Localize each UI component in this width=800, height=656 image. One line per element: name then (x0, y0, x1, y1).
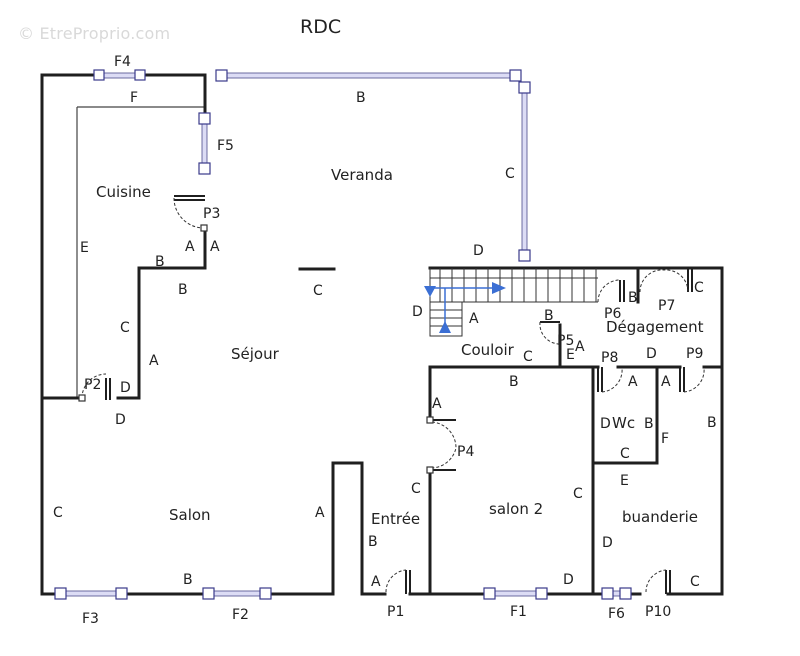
wall-label-c-buanderie: C (690, 574, 700, 590)
wall-kitchen-step (116, 226, 207, 400)
label-f4: F4 (114, 54, 131, 70)
staircase (424, 268, 598, 337)
label-f1: F1 (510, 604, 527, 620)
label-p8: P8 (601, 350, 618, 366)
wall-wc (591, 365, 659, 465)
door-p3-swing (173, 197, 205, 229)
wall-label-d-degagement: D (646, 346, 657, 362)
door-p8-swing (601, 367, 623, 393)
wall-label-a-entree: A (315, 505, 325, 521)
room-salon: Salon (169, 506, 211, 524)
room-salon-2: salon 2 (489, 500, 543, 518)
door-p5-swing (539, 321, 561, 345)
wall-label-b-sejour: B (178, 282, 188, 298)
wall-label-b-p6: B (628, 290, 638, 306)
wall-label-a-kitchen-2: A (210, 239, 220, 255)
wall-label-c-wc: C (620, 446, 630, 462)
wall-label-c-veranda: C (505, 166, 515, 182)
wall-label-a-sejour: A (149, 353, 159, 369)
wall-entree-column (331, 461, 364, 596)
label-f2: F2 (232, 607, 249, 623)
wall-label-c-sejour: C (313, 283, 323, 299)
wall-label-b-salon2: B (509, 374, 519, 390)
door-p7-swing (639, 269, 689, 293)
wall-label-d-stair: D (412, 304, 423, 320)
room-buanderie: buanderie (622, 508, 698, 526)
door-p1-swing (385, 569, 407, 593)
plan-title: RDC (300, 16, 341, 38)
wall-label-a-p8: A (628, 374, 638, 390)
wall-salon2-west (428, 365, 600, 422)
room-wc: Wc (612, 414, 635, 432)
window-f3 (59, 590, 123, 597)
wall-label-b-stair: B (544, 308, 554, 324)
wall-label-a-p9: A (661, 374, 671, 390)
veranda-glazing-north (221, 72, 517, 79)
label-p1: P1 (387, 604, 404, 620)
wall-label-d-salon: D (115, 412, 126, 428)
label-f3: F3 (82, 611, 99, 627)
wall-label-b-buanderie: B (707, 415, 717, 431)
wall-label-b-wc: B (644, 416, 654, 432)
wall-label-d-veranda: D (473, 243, 484, 259)
window-f5 (201, 117, 208, 171)
room-couloir: Couloir (461, 341, 515, 359)
door-jamb-markers (78, 224, 434, 474)
window-f4 (99, 72, 141, 79)
veranda-glazing-east (521, 85, 528, 257)
wall-label-d-salon2: D (563, 572, 574, 588)
label-p2: P2 (84, 377, 101, 393)
wall-label-f-buanderie: F (661, 431, 669, 447)
wall-label-e-kitchen: E (80, 240, 89, 256)
door-p6-swing (597, 279, 621, 303)
wall-label-d-kitchen: D (120, 380, 131, 396)
watermark: © EtreProprio.com (18, 24, 171, 43)
wall-label-a-p1: A (371, 574, 381, 590)
label-p5: P5 (557, 333, 574, 349)
wall-label-b-entree: B (368, 534, 378, 550)
room-cuisine: Cuisine (96, 183, 151, 201)
door-p9-swing (683, 367, 705, 393)
label-p10: P10 (645, 604, 671, 620)
wall-label-a-kitchen: A (185, 239, 195, 255)
wall-label-a-stair: A (469, 311, 479, 327)
wall-label-d-buanderie: D (602, 535, 613, 551)
wall-label-e-buanderie: E (620, 473, 629, 489)
wall-label-c-kitchen: C (120, 320, 130, 336)
wall-label-b-salon: B (183, 572, 193, 588)
wall-label-a-p4: A (432, 396, 442, 412)
label-p3: P3 (203, 206, 220, 222)
wall-label-c-salon: C (53, 505, 63, 521)
label-p6: P6 (604, 306, 621, 322)
room-veranda: Veranda (331, 166, 393, 184)
window-f2 (207, 590, 267, 597)
glazing-nodes (54, 69, 632, 600)
wall-label-c-entree: C (411, 481, 421, 497)
label-p4: P4 (457, 444, 474, 460)
door-p4-swing (431, 421, 457, 469)
label-p9: P9 (686, 346, 703, 362)
label-p7: P7 (658, 298, 675, 314)
room-entree: Entrée (371, 510, 420, 528)
window-f1 (489, 590, 543, 597)
wall-label-d-wc: D (600, 416, 611, 432)
wall-label-c-salon2: C (573, 486, 583, 502)
wall-label-b-veranda: B (356, 90, 366, 106)
room-sejour: Séjour (231, 345, 280, 363)
wall-label-e-couloir: E (566, 347, 575, 363)
wall-label-c-couloir: C (523, 349, 533, 365)
wall-label-f-kitchen: F (130, 90, 138, 106)
door-p10-swing (645, 569, 667, 593)
wall-label-b-kitchen: B (155, 254, 165, 270)
wall-label-a-couloir: A (575, 339, 585, 355)
label-f6: F6 (608, 606, 625, 622)
wall-label-c-degagement: C (694, 280, 704, 296)
room-degagement: Dégagement (606, 318, 704, 336)
label-f5: F5 (217, 138, 234, 154)
